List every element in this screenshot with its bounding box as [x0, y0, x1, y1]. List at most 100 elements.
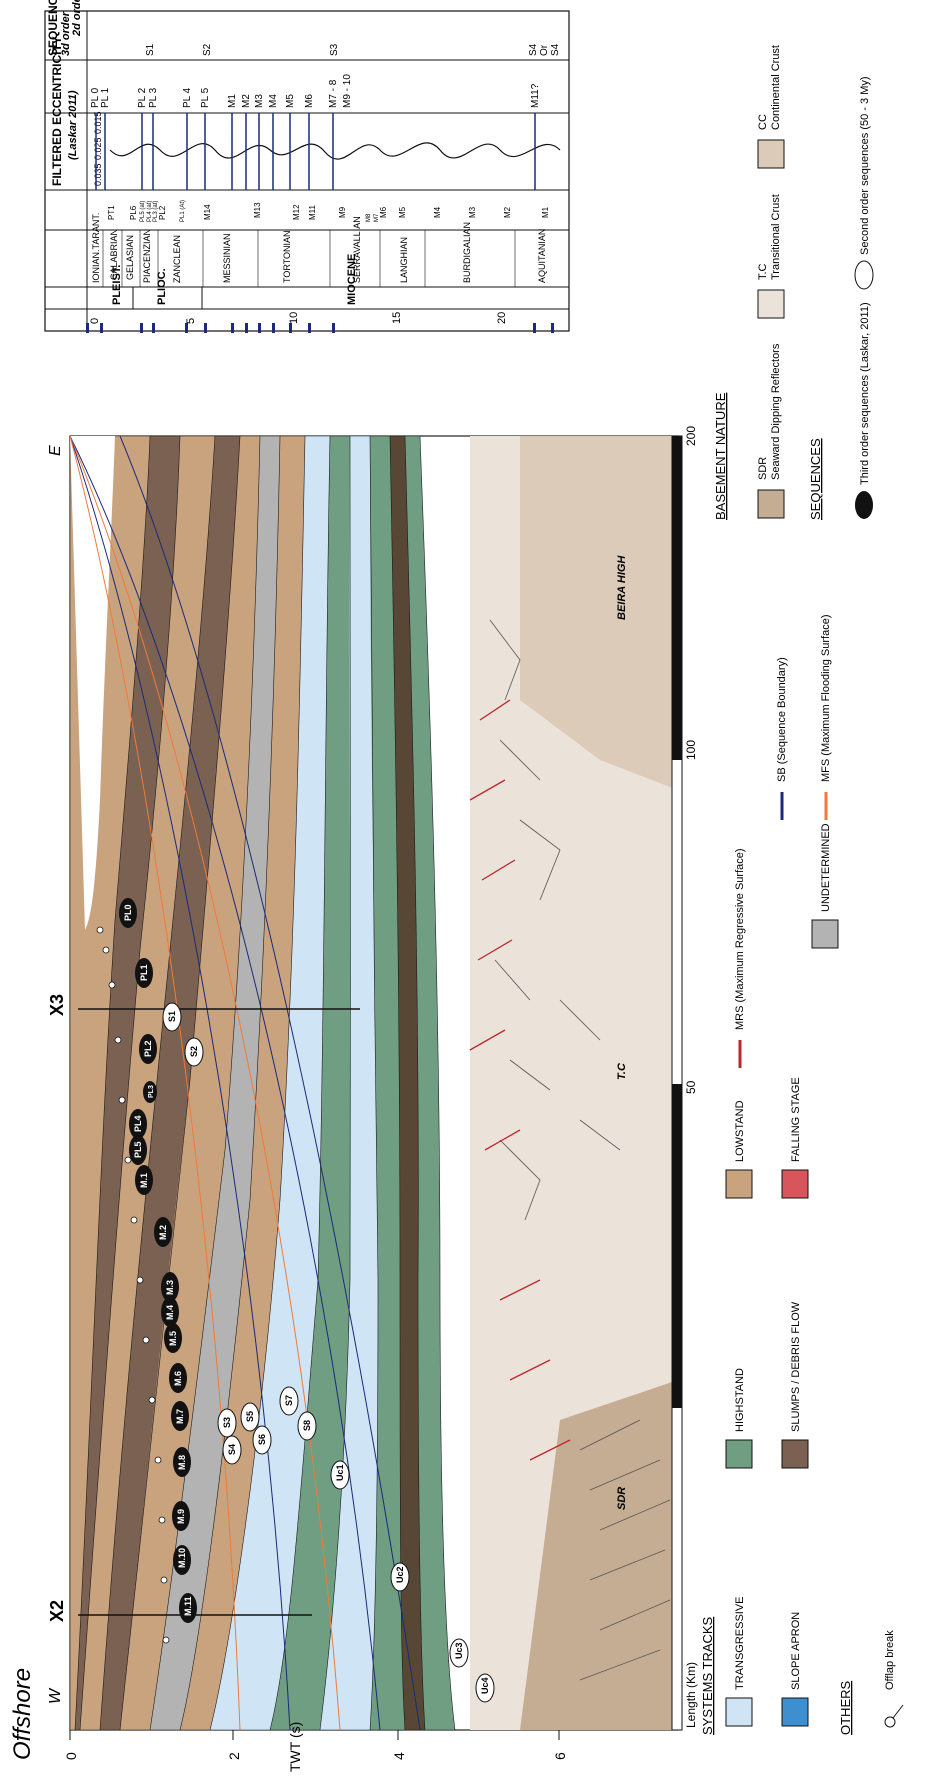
- svg-text:M.3: M.3: [165, 1280, 175, 1295]
- y-tick-0: 0: [63, 1752, 79, 1760]
- svg-text:M9 - 10: M9 - 10: [342, 74, 353, 108]
- svg-text:M7: M7: [374, 213, 380, 222]
- third-order-label: M.6: [169, 1363, 187, 1393]
- svg-text:Uc2: Uc2: [395, 1566, 405, 1583]
- svg-text:M3: M3: [468, 206, 477, 218]
- well-x3-label: X3: [47, 994, 67, 1016]
- svg-text:S2: S2: [202, 43, 213, 56]
- second-order-label: Uc4: [475, 1673, 495, 1703]
- svg-text:AQUITANIAN: AQUITANIAN: [537, 229, 547, 283]
- svg-text:0.035: 0.035: [93, 163, 103, 186]
- length-scale-bar: [671, 435, 683, 1731]
- offlap-break-icon: [884, 1704, 904, 1728]
- svg-text:M3: M3: [254, 94, 265, 108]
- svg-text:M8: M8: [366, 213, 372, 222]
- svg-text:Seaward Dipping Reflectors: Seaward Dipping Reflectors: [770, 343, 782, 480]
- svg-text:S8: S8: [302, 1420, 312, 1431]
- x-axis-label: Length (Km): [684, 1662, 698, 1728]
- svg-text:M.1: M.1: [139, 1173, 149, 1188]
- svg-text:M.9: M.9: [176, 1509, 186, 1524]
- third-order-label: M.4: [161, 1297, 179, 1327]
- svg-text:S5: S5: [245, 1411, 255, 1422]
- svg-text:5: 5: [185, 318, 197, 324]
- third-order-sequence-labels: PL 0 PL 1 PL 2 PL 3 PL 4 PL 5 M1 M2 M3 M…: [90, 74, 541, 108]
- svg-text:M.11: M.11: [183, 1596, 193, 1616]
- legend-second-order: Second order sequences (50 - 3 My): [859, 76, 871, 255]
- second-order-label: Uc3: [449, 1638, 469, 1668]
- legend-mfs: MFS (Maximum Flooding Surface): [820, 615, 832, 783]
- svg-text:MIOCENE: MIOCENE: [346, 254, 358, 305]
- svg-text:0.015: 0.015: [93, 111, 103, 134]
- svg-text:S3: S3: [329, 43, 340, 56]
- svg-text:PL3 (at): PL3 (at): [153, 201, 159, 222]
- svg-text:PL4: PL4: [133, 1115, 143, 1132]
- legend-swatch-highstand: [725, 1439, 753, 1469]
- svg-text:Continental Crust: Continental Crust: [770, 45, 782, 130]
- svg-text:S1: S1: [145, 43, 156, 56]
- second-order-labels: S1 S2 S3 S4 S5 S6 S7 S8 Uc1 Uc2 Uc3 Uc4: [162, 1002, 495, 1703]
- well-x2-label: X2: [47, 1600, 67, 1622]
- svg-text:PL 2: PL 2: [137, 87, 148, 108]
- age-markers: [86, 323, 554, 333]
- x-tick-200: 200: [684, 426, 698, 446]
- svg-text:S2: S2: [189, 1046, 199, 1057]
- svg-text:ZANCLEAN: ZANCLEAN: [172, 235, 182, 283]
- svg-text:M11: M11: [308, 204, 317, 220]
- third-order-label: PL2: [139, 1034, 157, 1064]
- third-order-label: M.10: [173, 1545, 191, 1575]
- second-order-label: S7: [279, 1386, 299, 1416]
- third-order-label: M.9: [172, 1501, 190, 1531]
- eccentricity-header: FILTERED ECCENTRICITY: [50, 36, 64, 186]
- second-order-label: S4: [222, 1435, 242, 1465]
- svg-text:M2: M2: [503, 206, 512, 218]
- second-order-header-visible: 2d order: [71, 0, 83, 37]
- sequences-header: SEQUENCES: [46, 0, 60, 56]
- svg-text:PL2: PL2: [158, 205, 167, 220]
- offlap-break-markers: [96, 926, 170, 1644]
- svg-text:M1: M1: [541, 206, 550, 218]
- legend-swatch-tc: [757, 289, 785, 319]
- svg-text:M9: M9: [338, 206, 347, 218]
- third-order-labels: PL0 PL1 PL2 PL3 PL4 PL5 M.1 M.2 M.3 M.4 …: [119, 898, 197, 1623]
- seismic-section: [69, 435, 683, 1740]
- svg-text:M12: M12: [292, 204, 301, 220]
- legend-third-order: Third order sequences (Laskar, 2011): [859, 302, 871, 485]
- third-order-label: PL0: [119, 898, 137, 928]
- svg-text:PL 3: PL 3: [148, 87, 159, 108]
- svg-text:PL 5: PL 5: [200, 87, 211, 108]
- second-order-label: S3: [217, 1408, 237, 1438]
- svg-text:M.7: M.7: [175, 1409, 185, 1424]
- third-order-label: M.5: [164, 1323, 182, 1353]
- svg-text:TORTONIAN: TORTONIAN: [282, 230, 292, 283]
- tc-region-label: T.C: [616, 1062, 628, 1080]
- svg-text:S1: S1: [167, 1011, 177, 1022]
- svg-text:PL1 (At): PL1 (At): [180, 200, 186, 222]
- svg-text:Uc3: Uc3: [454, 1642, 464, 1659]
- section-title: Offshore: [9, 1668, 36, 1760]
- legend: SYSTEMS TRACKS TRANSGRESSIVE SLOPE APRON…: [700, 45, 904, 1735]
- sediment-layers: [70, 436, 456, 1730]
- svg-text:M.6: M.6: [173, 1371, 183, 1386]
- second-order-label: S5: [240, 1402, 260, 1432]
- legend-falling-stage: FALLING STAGE: [790, 1077, 802, 1162]
- svg-text:S6: S6: [257, 1434, 267, 1445]
- svg-text:Transitional Crust: Transitional Crust: [770, 194, 782, 280]
- second-order-label: Uc2: [390, 1562, 410, 1592]
- east-label: E: [47, 445, 64, 456]
- svg-text:M.4: M.4: [165, 1305, 175, 1320]
- svg-text:SERRAVALLIAN: SERRAVALLIAN: [352, 216, 362, 283]
- svg-text:Uc1: Uc1: [335, 1464, 345, 1481]
- eccentricity-curve: [109, 142, 561, 160]
- y-tick-4: 4: [391, 1752, 407, 1760]
- second-order-label: S1: [162, 1002, 182, 1032]
- svg-text:PL5: PL5: [133, 1141, 143, 1158]
- svg-text:M.10: M.10: [177, 1548, 187, 1568]
- third-order-label: M.8: [173, 1447, 191, 1477]
- svg-text:PL 1: PL 1: [100, 87, 111, 108]
- eccentricity-ref: (Laskar 2011): [67, 90, 79, 160]
- svg-text:GELASIAN: GELASIAN: [125, 235, 135, 280]
- sdr-area: [520, 1380, 678, 1730]
- surface-lines: [70, 436, 421, 1730]
- svg-text:M5: M5: [285, 94, 296, 108]
